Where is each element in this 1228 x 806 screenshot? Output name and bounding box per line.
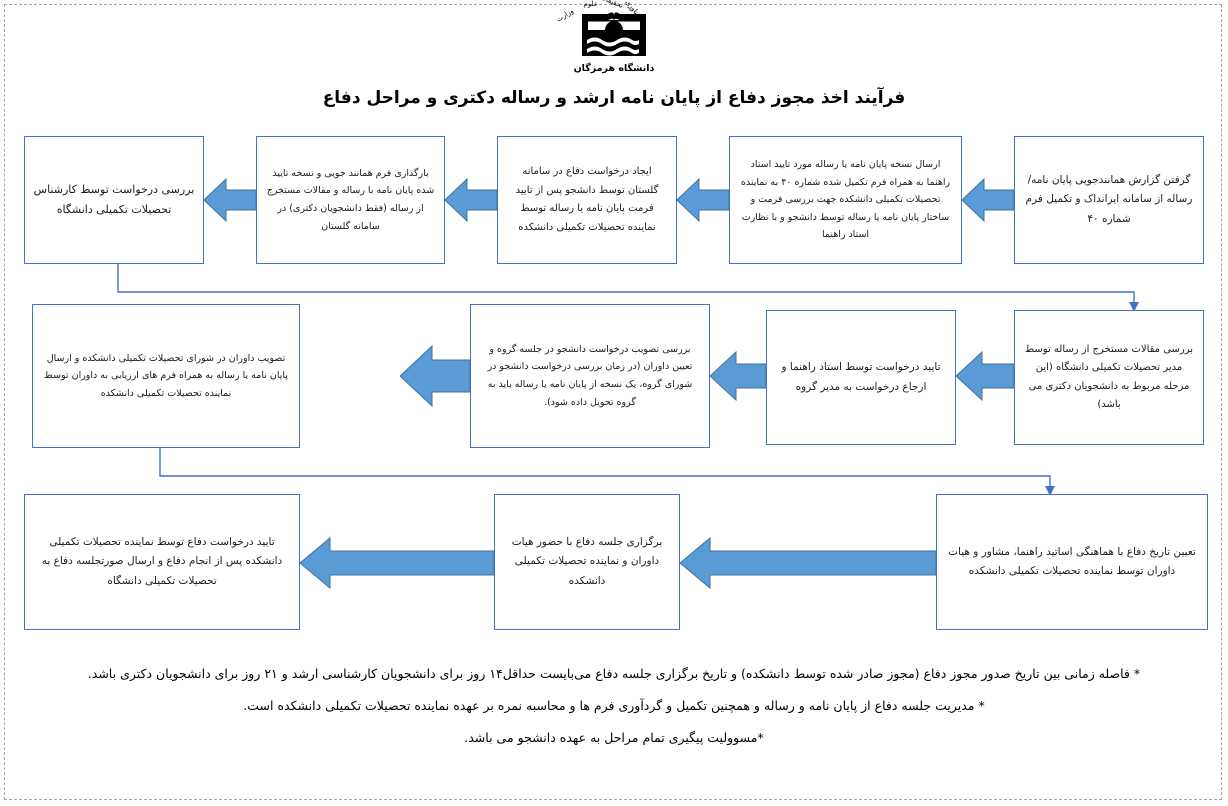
footnote-3: *مسوولیت پیگیری تمام مراحل به عهده دانشج… (464, 729, 764, 745)
flow-step-10-text: تعیین تاریخ دفاع با هماهنگی اساتید راهنم… (948, 545, 1196, 577)
arrow-step3-to-step4 (445, 175, 497, 225)
arrow-step7-to-step8 (710, 348, 766, 404)
university-logo: وزارت علوم تحقیقات و فناوری دانشگاه هرمز… (0, 0, 1228, 82)
connector-row1-to-row2 (30, 264, 1210, 312)
flow-step-9[interactable]: تصویب داوران در شورای تحصیلات تکمیلی دان… (32, 304, 300, 448)
footnote-2: * مدیریت جلسه دفاع از پایان نامه و رساله… (243, 697, 985, 713)
arrow-step4-to-step5 (204, 175, 256, 225)
arrow-step10-to-step11 (680, 534, 936, 592)
flow-step-6[interactable]: بررسی مقالات مستخرج از رساله توسط مدیر ت… (1014, 310, 1204, 445)
arrow-step1-to-step2 (962, 175, 1014, 225)
arrow-step11-to-step12 (300, 534, 494, 592)
flow-step-7[interactable]: تایید درخواست توسط استاد راهنما و ارجاع … (766, 310, 956, 445)
flow-step-2-text: ارسال نسخه پایان نامه یا رساله مورد تایی… (740, 159, 951, 241)
footnote-1: * فاصله زمانی بین تاریخ صدور مجوز دفاع (… (87, 666, 1141, 681)
flow-step-9-text: تصویب داوران در شورای تحصیلات تکمیلی دان… (44, 352, 288, 399)
arrow-step2-to-step3 (677, 175, 729, 225)
flow-step-12[interactable]: تایید درخواست دفاع توسط نماینده تحصیلات … (24, 494, 300, 630)
flow-step-8[interactable]: بررسی تصویب درخواست دانشجو در جلسه گروه … (470, 304, 710, 448)
flow-step-12-text: تایید درخواست دفاع توسط نماینده تحصیلات … (41, 535, 283, 587)
flow-step-3[interactable]: ایجاد درخواست دفاع در سامانه گلستان توسط… (497, 136, 677, 264)
page-title: فرآیند اخذ مجوز دفاع از پایان نامه ارشد … (322, 88, 906, 108)
flow-step-8-text: بررسی تصویب درخواست دانشجو در جلسه گروه … (487, 343, 693, 408)
flow-step-4-text: بارگذاری فرم همانند جویی و نسخه تایید شد… (266, 167, 435, 232)
university-book-emblem: وزارت علوم تحقیقات و فناوری (555, 0, 646, 56)
flow-step-5[interactable]: بررسی درخواست توسط کارشناس تحصیلات تکمیل… (24, 136, 204, 264)
connector-row2-to-row3 (30, 448, 1210, 496)
flow-step-11[interactable]: برگزاری جلسه دفاع با حضور هیات داوران و … (494, 494, 680, 630)
flow-step-1-text: گرفتن گزارش همانندجویی پایان نامه/ رساله… (1025, 173, 1193, 225)
flow-step-4[interactable]: بارگذاری فرم همانند جویی و نسخه تایید شد… (256, 136, 445, 264)
flow-step-7-text: تایید درخواست توسط استاد راهنما و ارجاع … (781, 361, 941, 393)
flow-step-5-text: بررسی درخواست توسط کارشناس تحصیلات تکمیل… (33, 182, 195, 216)
arrow-step6-to-step7 (956, 348, 1014, 404)
flow-step-10[interactable]: تعیین تاریخ دفاع با هماهنگی اساتید راهنم… (936, 494, 1208, 630)
svg-text:تحقیقات: تحقیقات (599, 0, 625, 10)
flow-step-6-text: بررسی مقالات مستخرج از رساله توسط مدیر ت… (1024, 343, 1194, 411)
footnotes: * فاصله زمانی بین تاریخ صدور مجوز دفاع (… (10, 658, 1218, 754)
svg-text:وزارت: وزارت (555, 7, 575, 24)
svg-text:علوم: علوم (584, 0, 598, 8)
logo-caption: دانشگاه هرمزگان (573, 63, 655, 74)
flow-step-1[interactable]: گرفتن گزارش همانندجویی پایان نامه/ رساله… (1014, 136, 1204, 264)
arrow-step8-to-step9 (400, 344, 470, 408)
flow-step-2[interactable]: ارسال نسخه پایان نامه یا رساله مورد تایی… (729, 136, 962, 264)
flow-step-3-text: ایجاد درخواست دفاع در سامانه گلستان توسط… (515, 166, 659, 233)
flow-step-11-text: برگزاری جلسه دفاع با حضور هیات داوران و … (511, 535, 663, 587)
